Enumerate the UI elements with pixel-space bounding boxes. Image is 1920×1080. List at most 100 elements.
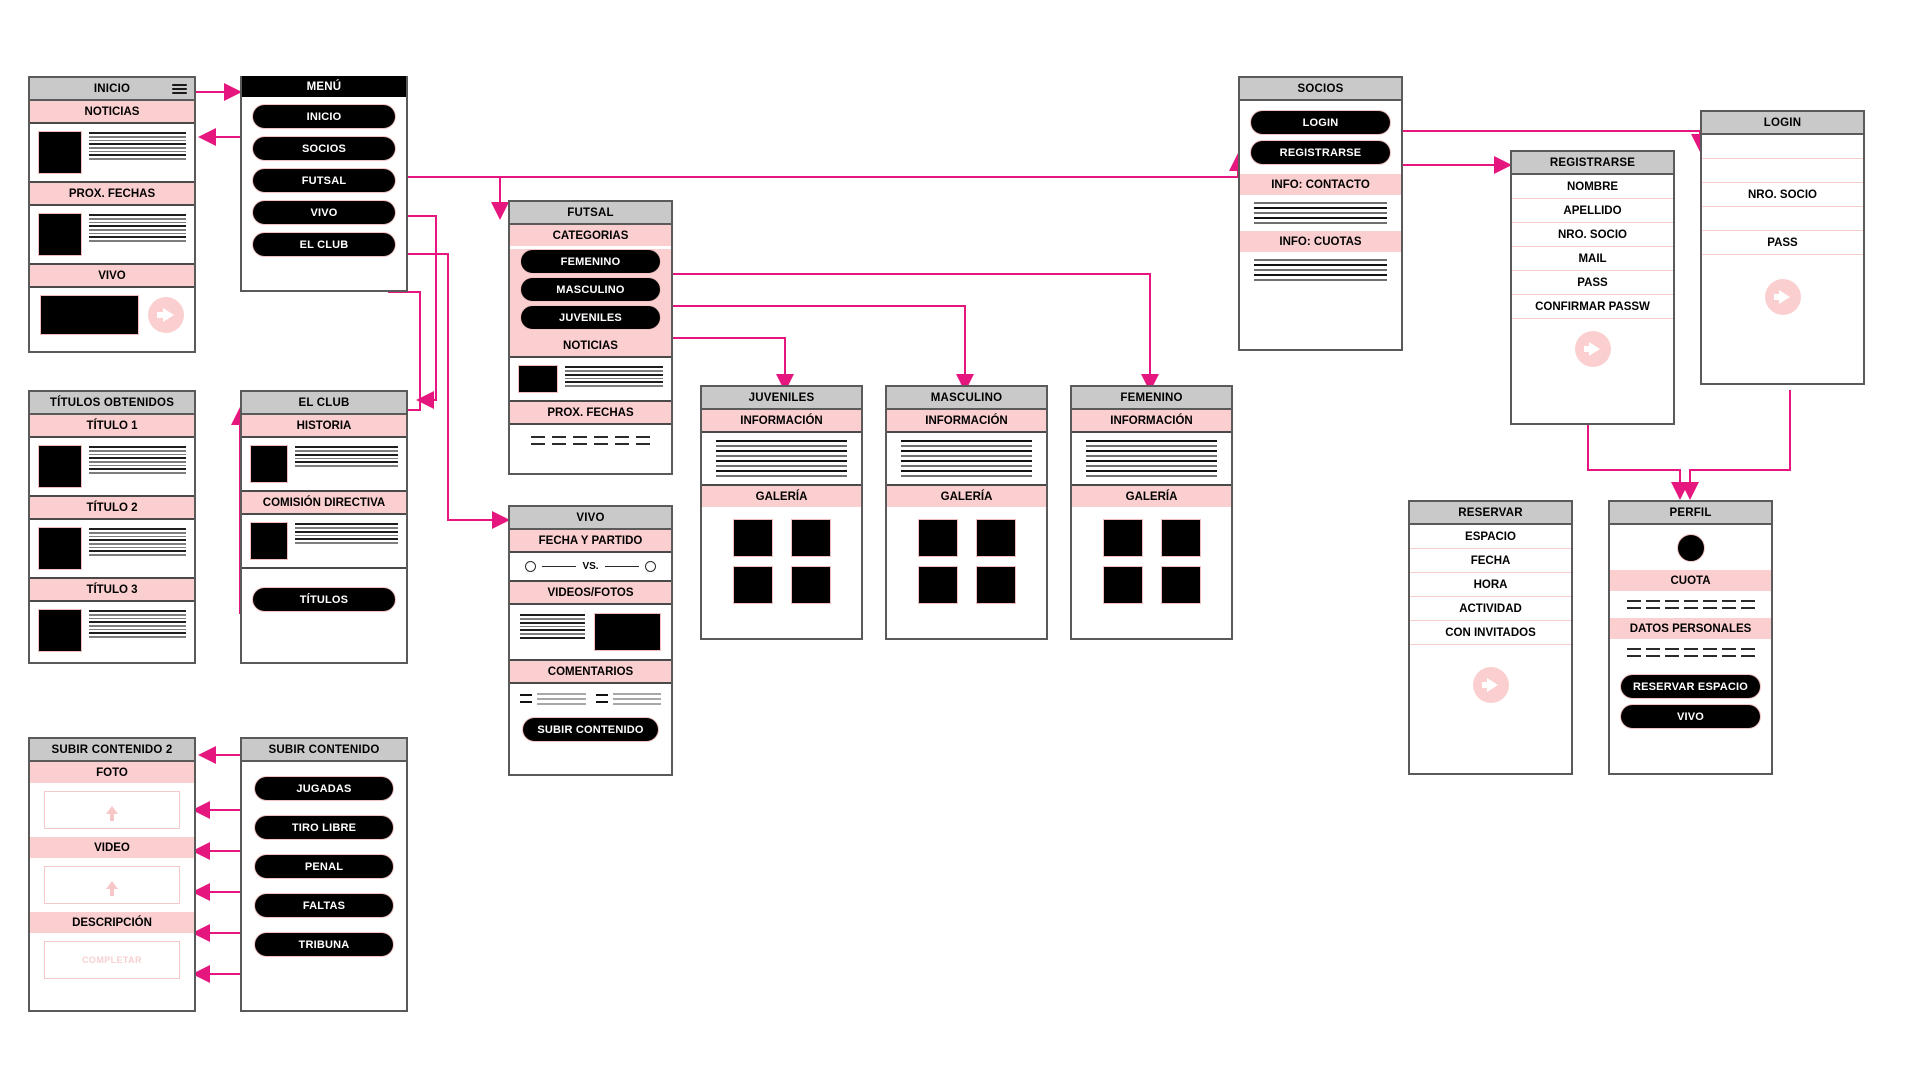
- team-home-icon: [525, 561, 537, 572]
- titulo-3-label: TÍTULO 3: [30, 579, 194, 602]
- field-hora[interactable]: HORA: [1410, 573, 1571, 597]
- card-menu-title: MENÚ: [306, 81, 342, 93]
- card-subir-contenido: SUBIR CONTENIDO JUGADAS TIRO LIBRE PENAL…: [240, 737, 408, 1012]
- field-nombre[interactable]: NOMBRE: [1512, 175, 1673, 199]
- informacion-lines: [702, 433, 861, 486]
- article-thumbnail: [38, 445, 82, 488]
- card-el-club-title: EL CLUB: [298, 397, 350, 409]
- titulos-button[interactable]: TÍTULOS: [252, 587, 396, 612]
- section-futsal-noticias[interactable]: NOTICIAS: [510, 335, 671, 358]
- card-juveniles-header: JUVENILES: [702, 387, 861, 410]
- vivo-button[interactable]: VIVO: [1620, 704, 1761, 729]
- card-inicio: INICIO NOTICIAS PROX. FECHAS VIVO: [28, 76, 196, 353]
- card-juveniles: JUVENILES INFORMACIÓN GALERÍA: [700, 385, 863, 640]
- vivo-video-thumb: [40, 295, 139, 335]
- card-registrarse-header: REGISTRARSE: [1512, 152, 1673, 175]
- card-menu-header: MENÚ: [242, 76, 406, 97]
- article-thumbnail: [250, 522, 288, 560]
- subir-item-jugadas[interactable]: JUGADAS: [254, 776, 394, 801]
- menu-item-vivo[interactable]: VIVO: [252, 200, 396, 225]
- field-nro-socio[interactable]: NRO. SOCIO: [1702, 183, 1863, 207]
- login-button[interactable]: LOGIN: [1250, 110, 1391, 135]
- field-apellido[interactable]: APELLIDO: [1512, 199, 1673, 223]
- section-video: VIDEO: [30, 837, 194, 858]
- card-subir-2-header: SUBIR CONTENIDO 2: [30, 739, 194, 762]
- info-contacto-lines: [1240, 195, 1401, 231]
- section-videos-fotos[interactable]: VIDEOS/FOTOS: [510, 582, 671, 605]
- field-actividad[interactable]: ACTIVIDAD: [1410, 597, 1571, 621]
- section-futsal-prox-fechas[interactable]: PROX. FECHAS: [510, 402, 671, 425]
- article-text-lines: [89, 609, 186, 638]
- gallery-grid[interactable]: [887, 507, 1046, 620]
- card-masculino: MASCULINO INFORMACIÓN GALERÍA: [885, 385, 1048, 640]
- go-arrow-button[interactable]: [148, 297, 184, 333]
- section-galeria: GALERÍA: [702, 486, 861, 507]
- field-con-invitados[interactable]: CON INVITADOS: [1410, 621, 1571, 645]
- card-subir-title: SUBIR CONTENIDO: [268, 744, 380, 756]
- login-spacer-row: [1702, 135, 1863, 159]
- media-text-lines: [520, 613, 585, 639]
- futsal-cat-masculino[interactable]: MASCULINO: [520, 277, 661, 302]
- field-pass[interactable]: PASS: [1512, 271, 1673, 295]
- section-info-contacto: INFO: CONTACTO: [1240, 174, 1401, 195]
- video-upload-dropzone[interactable]: [44, 866, 180, 904]
- login-spacer-row: [1702, 207, 1863, 231]
- gallery-grid[interactable]: [1072, 507, 1231, 620]
- arrow-right-icon[interactable]: [1574, 331, 1611, 367]
- foto-upload-dropzone[interactable]: [44, 791, 180, 829]
- match-versus-row: VS.: [510, 553, 671, 582]
- registrarse-button[interactable]: REGISTRARSE: [1250, 140, 1391, 165]
- card-perfil-title: PERFIL: [1669, 507, 1712, 519]
- card-el-club-header: EL CLUB: [242, 392, 406, 415]
- section-prox-fechas[interactable]: PROX. FECHAS: [30, 183, 194, 206]
- card-perfil: PERFIL CUOTA DATOS PERSONALES RESERVAR E…: [1608, 500, 1773, 775]
- article-text-lines: [89, 445, 186, 474]
- article-preview: [30, 124, 194, 183]
- field-mail[interactable]: MAIL: [1512, 247, 1673, 271]
- comment-item: [595, 693, 661, 705]
- reservar-espacio-button[interactable]: RESERVAR ESPACIO: [1620, 674, 1761, 699]
- article-preview: [30, 206, 194, 265]
- subir-item-tribuna[interactable]: TRIBUNA: [254, 932, 394, 957]
- reservar-submit-wrap: [1410, 645, 1571, 715]
- article-thumbnail: [38, 213, 82, 256]
- field-fecha[interactable]: FECHA: [1410, 549, 1571, 573]
- menu-item-socios[interactable]: SOCIOS: [252, 136, 396, 161]
- card-inicio-title: INICIO: [93, 83, 131, 95]
- field-nro-socio[interactable]: NRO. SOCIO: [1512, 223, 1673, 247]
- article-thumbnail: [38, 609, 82, 652]
- futsal-cat-juveniles[interactable]: JUVENILES: [520, 305, 661, 330]
- section-descripcion: DESCRIPCIÓN: [30, 912, 194, 933]
- card-masculino-title: MASCULINO: [930, 392, 1003, 404]
- subir-item-faltas[interactable]: FALTAS: [254, 893, 394, 918]
- menu-item-inicio[interactable]: INICIO: [252, 104, 396, 129]
- card-socios-header: SOCIOS: [1240, 78, 1401, 101]
- section-noticias[interactable]: NOTICIAS: [30, 101, 194, 124]
- avatar[interactable]: [1610, 525, 1771, 570]
- historia-entry: [242, 438, 406, 492]
- card-subir-contenido-2: SUBIR CONTENIDO 2 FOTO VIDEO DESCRIPCIÓN…: [28, 737, 196, 1012]
- article-thumbnail: [38, 131, 82, 174]
- registrarse-submit-wrap: [1512, 319, 1673, 379]
- arrow-right-icon[interactable]: [1472, 667, 1509, 703]
- subir-item-tiro-libre[interactable]: TIRO LIBRE: [254, 815, 394, 840]
- arrow-right-icon[interactable]: [1764, 279, 1801, 315]
- field-confirmar-passw[interactable]: CONFIRMAR PASSW: [1512, 295, 1673, 319]
- info-cuotas-lines: [1240, 252, 1401, 288]
- field-pass[interactable]: PASS: [1702, 231, 1863, 255]
- gallery-grid[interactable]: [702, 507, 861, 620]
- menu-item-el-club[interactable]: EL CLUB: [252, 232, 396, 257]
- card-vivo: VIVO FECHA Y PARTIDO VS. VIDEOS/FOTOS CO…: [508, 505, 673, 776]
- futsal-cat-femenino[interactable]: FEMENINO: [520, 249, 661, 274]
- section-historia[interactable]: HISTORIA: [242, 415, 406, 438]
- section-comision-directiva[interactable]: COMISIÓN DIRECTIVA: [242, 492, 406, 515]
- menu-item-futsal[interactable]: FUTSAL: [252, 168, 396, 193]
- card-login-title: LOGIN: [1763, 117, 1802, 129]
- section-vivo[interactable]: VIVO: [30, 265, 194, 288]
- descripcion-input[interactable]: COMPLETAR: [44, 941, 180, 979]
- subir-contenido-button[interactable]: SUBIR CONTENIDO: [522, 717, 659, 742]
- hamburger-icon[interactable]: [172, 83, 187, 94]
- field-espacio[interactable]: ESPACIO: [1410, 525, 1571, 549]
- subir-item-penal[interactable]: PENAL: [254, 854, 394, 879]
